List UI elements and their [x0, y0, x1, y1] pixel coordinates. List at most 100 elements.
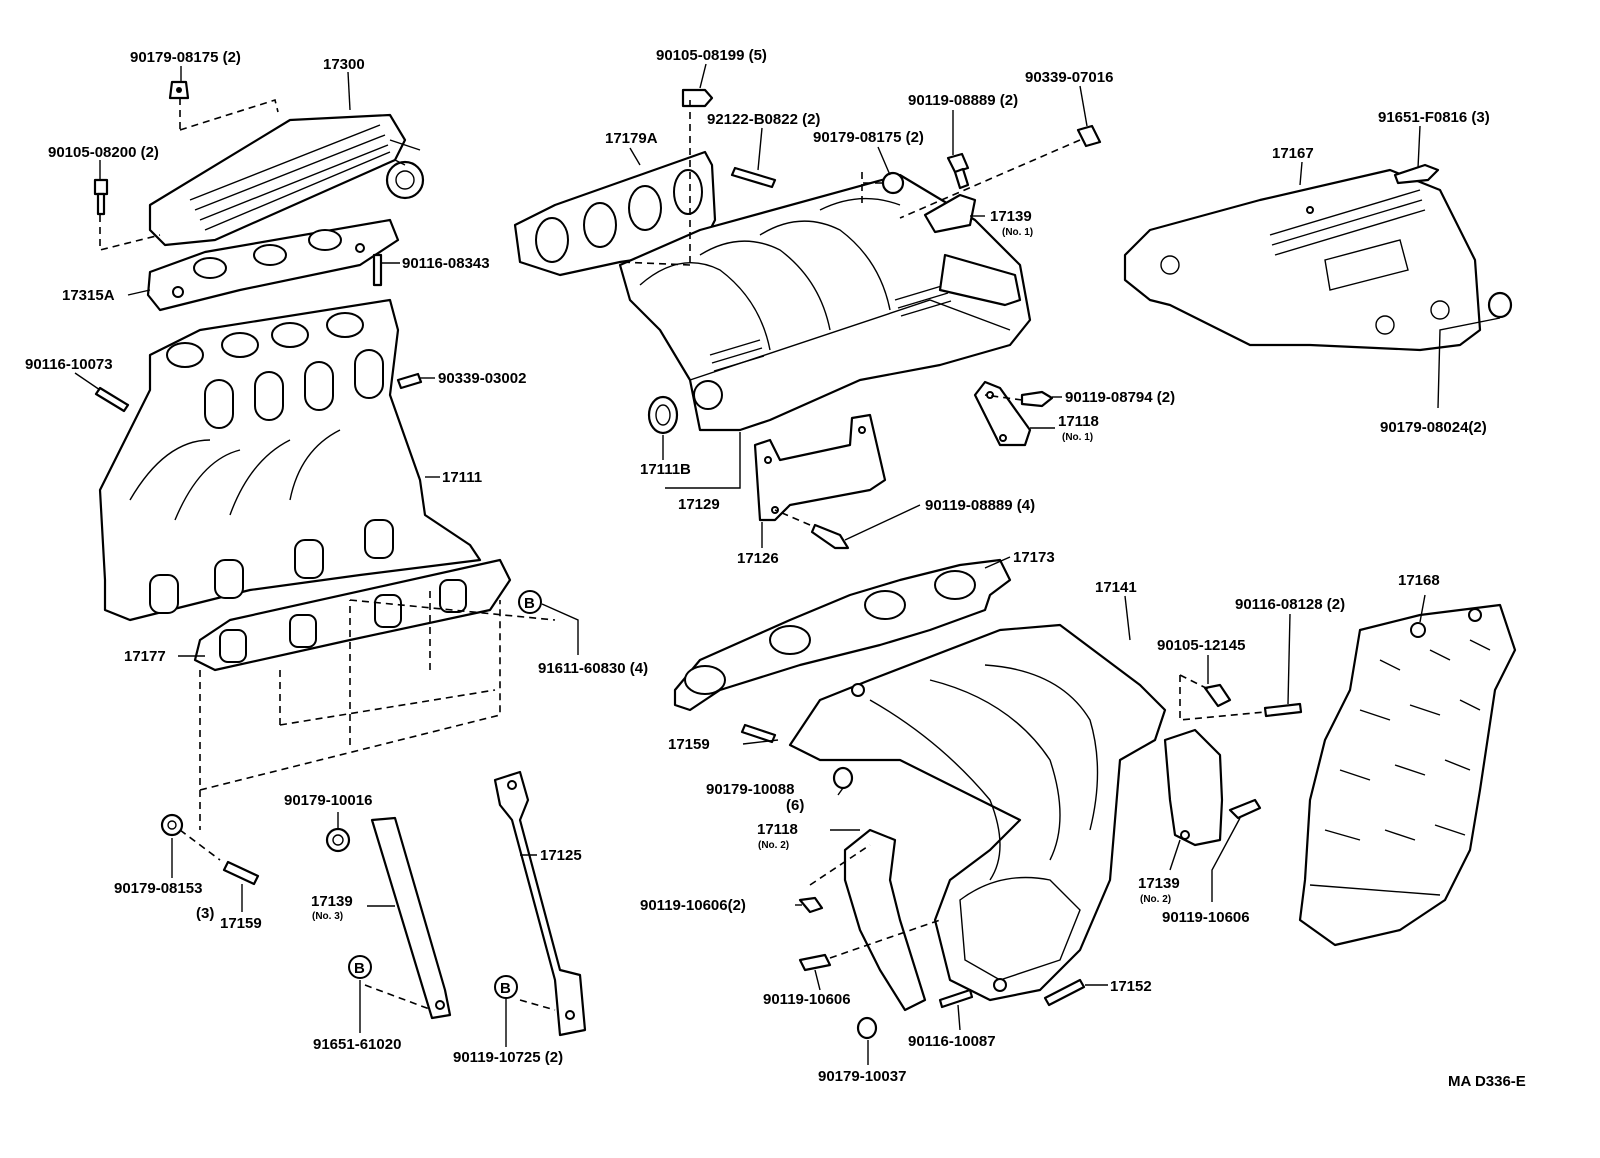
callout-17159-mid: 17159: [668, 736, 710, 753]
callout-90119-08889-mid: 90119-08889 (4): [925, 497, 1035, 514]
callout-17167: 17167: [1272, 145, 1314, 162]
bolt-90105-08199: [681, 88, 714, 108]
callout-17177: 17177: [124, 648, 166, 665]
stud-92122-B0822: [730, 166, 777, 189]
bolt-90105-12145: [1203, 683, 1232, 708]
bolt-91651-F0816: [1393, 163, 1440, 185]
callout-90339-07016: 90339-07016: [1025, 69, 1113, 86]
callout-17315A: 17315A: [62, 287, 115, 304]
callout-90119-08794: 90119-08794 (2): [1065, 389, 1175, 406]
callout-90179-08024: 90179-08024(2): [1380, 419, 1487, 436]
exhaust-manifold-17141: [788, 623, 1167, 1002]
stud-90116-08343: [372, 253, 383, 287]
callout-B-1: B: [518, 590, 542, 614]
bolt-90119-10606-b: [1228, 798, 1262, 820]
stay-17139-no3: [370, 816, 452, 1020]
callout-90119-10606-b: 90119-10606: [1162, 909, 1250, 926]
nut-90179-08175-left: [168, 80, 190, 100]
engine-cover-17167: [1123, 168, 1482, 352]
pin-90339-07016: [1076, 124, 1102, 148]
nut-90179-10016: [325, 827, 351, 853]
nut-90179-10037: [856, 1016, 878, 1040]
callout-90179-08153: 90179-08153: [114, 880, 202, 897]
nut-90179-08153: [160, 813, 184, 837]
callout-90179-08175-mid: 90179-08175 (2): [813, 129, 924, 146]
bracket-17126: [753, 413, 887, 522]
callout-17111: 17111: [442, 469, 482, 486]
stud-17152: [1043, 978, 1086, 1007]
callout-90339-03002: 90339-03002: [438, 370, 526, 387]
callout-90105-12145: 90105-12145: [1157, 637, 1245, 654]
bolt-90119-08889-mid: [810, 523, 850, 550]
callout-17111B: 17111B: [640, 461, 691, 478]
callout-91651-F0816: 91651-F0816 (3): [1378, 109, 1490, 126]
stay-17125: [493, 770, 587, 1037]
callout-17125: 17125: [540, 847, 582, 864]
callout-90119-10725: 90119-10725 (2): [453, 1049, 563, 1066]
callout-17139-no2-sub: (No. 2): [1140, 894, 1171, 905]
stud-90116-10087: [938, 988, 974, 1009]
nut-90179-10088: [832, 766, 854, 790]
callout-17300: 17300: [323, 56, 365, 73]
callout-17141: 17141: [1095, 579, 1137, 596]
stud-17159-mid: [740, 723, 777, 744]
callout-92122-B0822: 92122-B0822 (2): [707, 111, 820, 128]
bolt-90119-08889-top: [946, 152, 970, 190]
callout-B-2: B: [348, 955, 372, 979]
callout-90179-08175-left: 90179-08175 (2): [130, 49, 241, 66]
callout-90179-10016: 90179-10016: [284, 792, 372, 809]
intake-manifold-17129: [618, 173, 1032, 432]
callout-17118-no2-sub: (No. 2): [758, 840, 789, 851]
callout-90116-10087: 90116-10087: [908, 1033, 996, 1050]
callout-90119-10606-c: 90119-10606: [763, 991, 851, 1008]
stud-17159-lower: [222, 860, 260, 886]
callout-17129: 17129: [678, 496, 720, 513]
callout-17152: 17152: [1110, 978, 1152, 995]
callout-90179-10088: 90179-10088: [706, 781, 794, 798]
callout-17168: 17168: [1398, 572, 1440, 589]
callout-91651-61020: 91651-61020: [313, 1036, 401, 1053]
callout-17139-no2: 17139: [1138, 875, 1180, 892]
callout-17159-lower: 17159: [220, 915, 262, 932]
bolt-90119-10606-c: [798, 953, 832, 972]
callout-91611-60830: 91611-60830 (4): [538, 660, 648, 677]
bracket-17118-no1: [973, 380, 1032, 447]
svg-text:B: B: [354, 960, 365, 977]
figure-code: MA D336-E: [1448, 1073, 1526, 1090]
callout-90116-10073: 90116-10073: [25, 356, 113, 373]
callout-90179-08153-qty: (3): [196, 905, 214, 922]
callout-90179-10037: 90179-10037: [818, 1068, 906, 1085]
bolt-90105-08200: [93, 178, 109, 216]
callout-17173: 17173: [1013, 549, 1055, 566]
callout-17139-no3-sub: (No. 3): [312, 911, 343, 922]
callout-17126: 17126: [737, 550, 779, 567]
callout-labels: 90179-08175 (2) 17300 90105-08200 (2) 90…: [25, 47, 1526, 1090]
callout-90105-08200: 90105-08200 (2): [48, 144, 159, 161]
callout-90116-08128: 90116-08128 (2): [1235, 596, 1345, 613]
callout-90119-08889-top: 90119-08889 (2): [908, 92, 1018, 109]
callout-17139-no1: 17139: [990, 208, 1032, 225]
bracket-17139-no2: [1163, 728, 1224, 847]
nut-90179-08024: [1487, 291, 1513, 319]
heat-insulator-17168: [1298, 603, 1517, 947]
callout-90116-08343: 90116-08343: [402, 255, 490, 272]
svg-text:B: B: [500, 980, 511, 997]
callout-B-3: B: [494, 975, 518, 999]
gasket-ring-17111B: [647, 395, 679, 435]
intake-chamber-cover-17300: [148, 113, 425, 247]
exhaust-gasket-17173: [673, 558, 1012, 712]
callout-17118-no1: 17118: [1058, 413, 1099, 430]
chamber-gasket-17315A: [146, 218, 400, 312]
callout-90119-10606-a: 90119-10606(2): [640, 897, 746, 914]
stud-90116-10073: [94, 386, 130, 413]
upper-plenum-17111: [98, 298, 482, 622]
svg-text:B: B: [524, 595, 535, 612]
callout-17118-no2: 17118: [757, 821, 798, 838]
intake-gasket-17177: [193, 558, 512, 672]
callout-90179-10088-qty: (6): [786, 797, 804, 814]
nut-90179-08175-mid: [881, 171, 905, 195]
bracket-17139-no1: [923, 193, 977, 234]
bracket-17118-no2: [843, 828, 927, 1012]
bolt-90119-08794: [1020, 390, 1054, 408]
